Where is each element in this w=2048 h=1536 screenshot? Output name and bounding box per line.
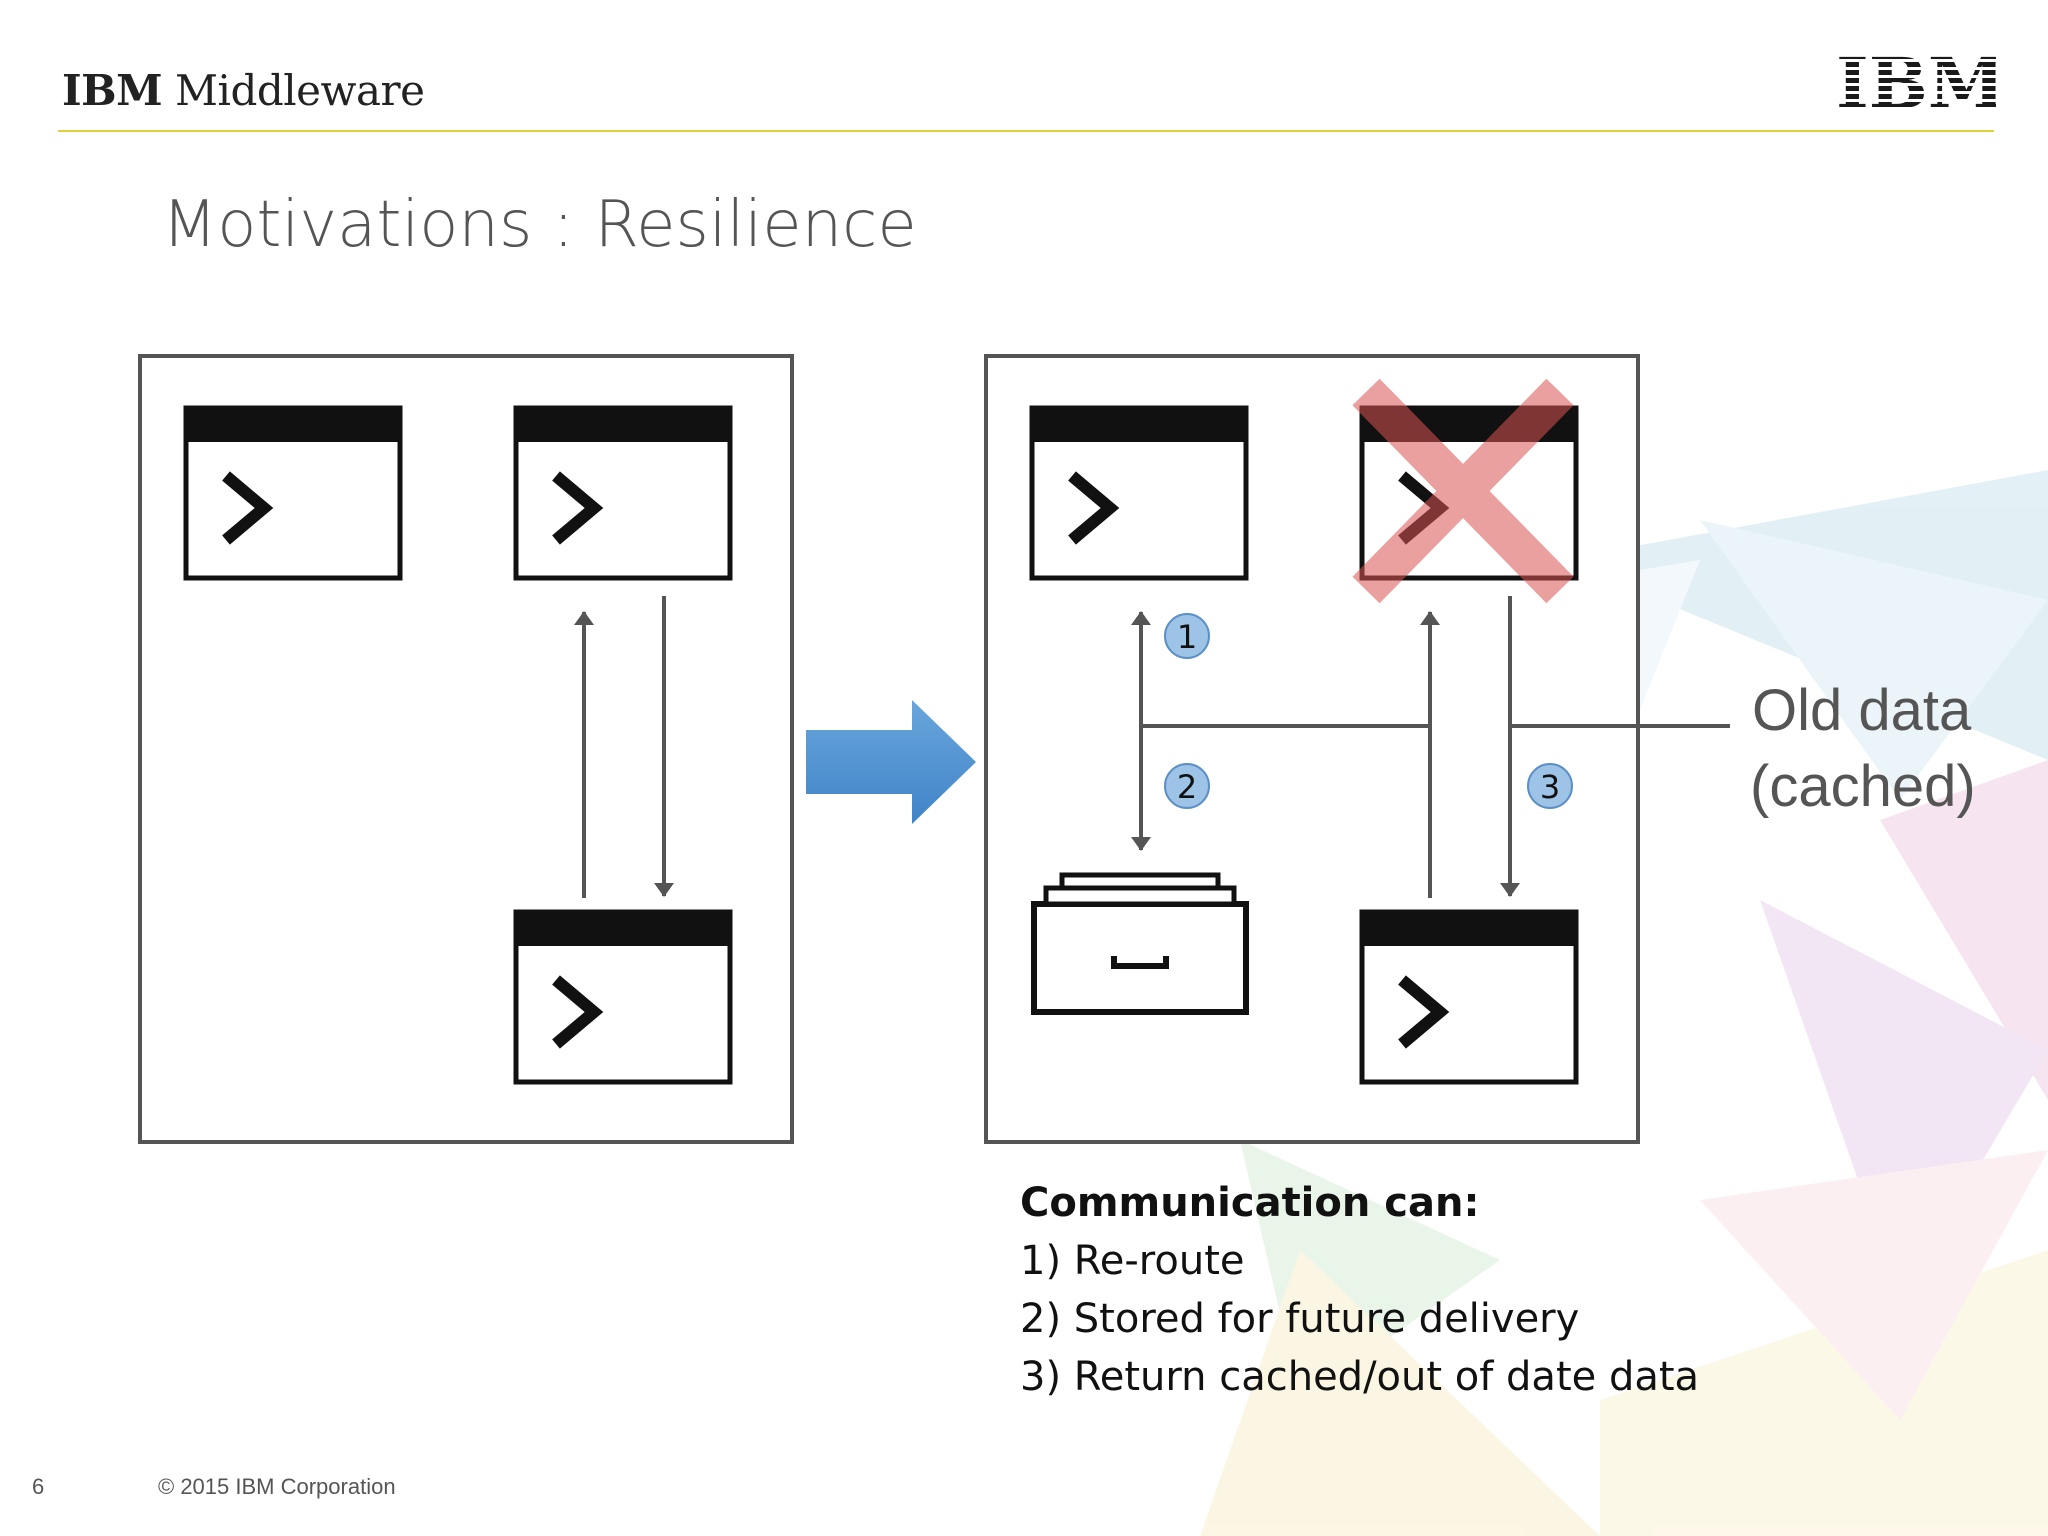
step-badge: 2	[1164, 763, 1210, 809]
right-arrow-icon	[806, 700, 976, 824]
brand-wordmark: IBM Middleware	[62, 66, 425, 115]
caption-item: 2) Stored for future delivery	[1020, 1296, 1580, 1342]
ibm-logo: IBM.	[1836, 52, 1996, 114]
caption-item: 3) Return cached/out of date data	[1020, 1354, 1700, 1400]
badge-label: 1	[1177, 618, 1197, 656]
caption-block: Communication can: 1) Re-route 2) Stored…	[1020, 1174, 1699, 1406]
brand-name: Middleware	[175, 66, 425, 115]
step-badge: 3	[1527, 763, 1573, 809]
terminal-window-icon	[186, 408, 400, 578]
terminal-window-icon	[516, 408, 730, 578]
terminal-window-icon	[1032, 408, 1246, 578]
badge-label: 2	[1177, 768, 1197, 806]
caption-item: 1) Re-route	[1020, 1238, 1245, 1284]
slide-title: Motivations : Resilience	[162, 188, 917, 262]
annotation-line-1: Old data	[1752, 678, 1972, 743]
annotation-line-2: (cached)	[1750, 754, 1976, 819]
terminal-window-icon	[1362, 912, 1576, 1082]
failure-x-icon	[1352, 378, 1574, 604]
page-number: 6	[32, 1474, 45, 1499]
ibm-logo-text: IBM.	[1836, 52, 1996, 114]
copyright-notice: © 2015 IBM Corporation	[158, 1474, 396, 1499]
badge-label: 3	[1540, 768, 1560, 806]
terminal-window-icon	[516, 912, 730, 1082]
header-divider	[58, 130, 1994, 132]
brand-bold: IBM	[62, 66, 163, 115]
caption-heading: Communication can:	[1020, 1180, 1480, 1226]
step-badge: 1	[1164, 613, 1210, 659]
file-drawer-icon	[1031, 872, 1249, 1015]
